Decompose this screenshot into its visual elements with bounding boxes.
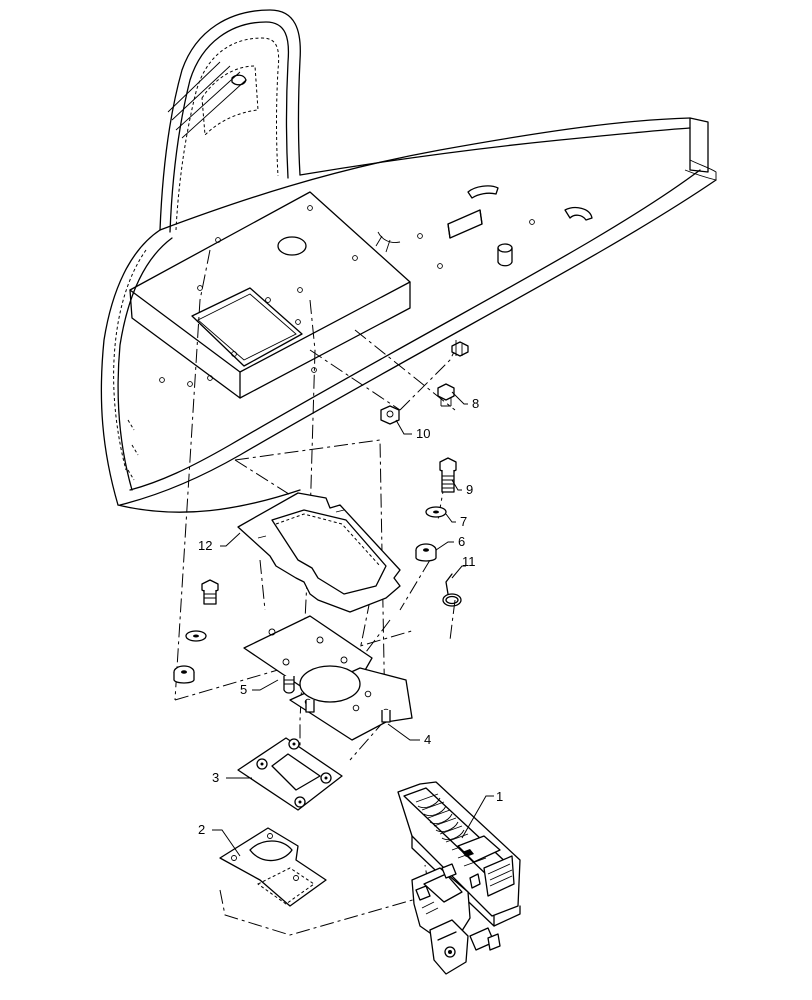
callout-10: 10 [416, 426, 430, 441]
callout-4: 4 [424, 732, 431, 747]
adapter-plate-3 [237, 737, 343, 811]
cab-floor-structure [100, 9, 717, 513]
callout-leaders [212, 391, 494, 857]
clip-11 [442, 573, 462, 607]
callout-3: 3 [212, 770, 219, 785]
bolt-8 [437, 340, 469, 407]
callout-5: 5 [240, 682, 247, 697]
callout-labels: 1 2 3 4 5 6 7 8 9 10 11 12 [198, 396, 503, 837]
callout-9: 9 [466, 482, 473, 497]
bolt-left [201, 579, 219, 605]
callout-2: 2 [198, 822, 205, 837]
callout-7: 7 [460, 514, 467, 529]
callout-12: 12 [198, 538, 212, 553]
grommet-left [173, 665, 195, 684]
callout-11: 11 [462, 554, 476, 569]
bolt-9 [439, 457, 457, 493]
washer-7 [425, 506, 447, 518]
bracket-4 [289, 665, 413, 741]
callout-1: 1 [496, 789, 503, 804]
washer-left [185, 630, 207, 642]
pedal-assembly-1 [397, 781, 521, 975]
nut-10 [380, 405, 400, 425]
gasket-2 [219, 827, 327, 907]
callout-8: 8 [472, 396, 479, 411]
gasket-12 [237, 492, 401, 613]
callout-6: 6 [458, 534, 465, 549]
grommet-6 [415, 543, 437, 562]
